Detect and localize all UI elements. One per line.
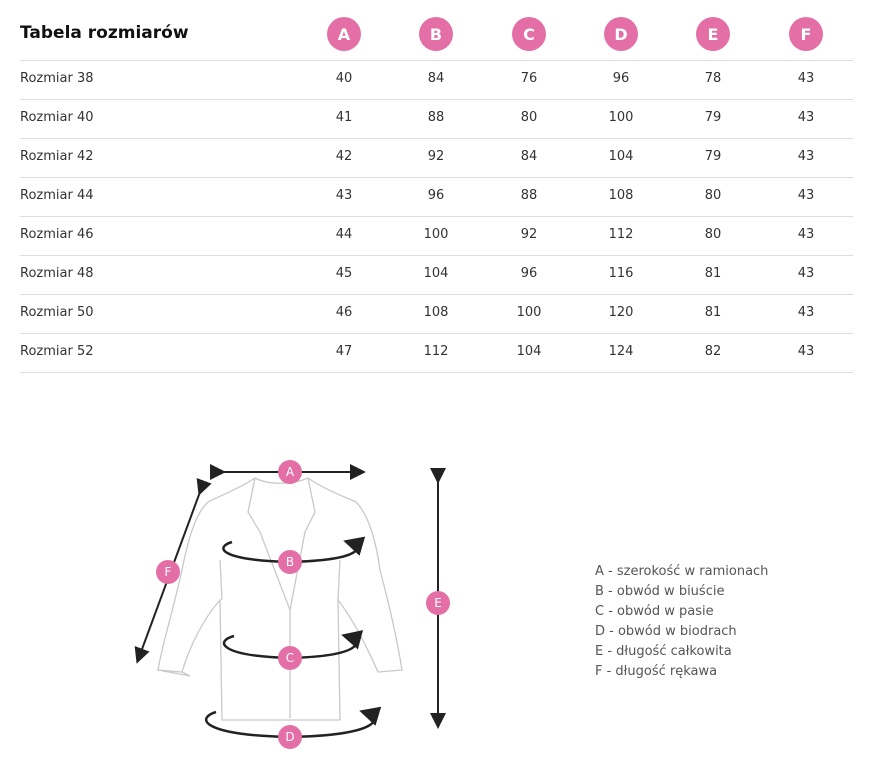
table-cell: 96	[612, 71, 630, 86]
table-cell: 112	[608, 227, 634, 242]
jacket-outline-icon	[157, 477, 403, 721]
table-cell: 40	[335, 71, 353, 86]
jacket-measurement-diagram: A B C D E F	[130, 450, 460, 755]
column-header-a: A	[327, 17, 361, 51]
table-cell: 80	[520, 110, 538, 125]
table-cell: 42	[335, 149, 353, 164]
table-cell: 43	[797, 188, 815, 203]
marker-f: F	[156, 560, 180, 584]
table-cell: 43	[797, 149, 815, 164]
column-header-f: F	[789, 17, 823, 51]
table-row: Rozmiar 40 41 88 80 100 79 43	[20, 100, 853, 139]
table-row: Rozmiar 52 47 112 104 124 82 43	[20, 334, 853, 373]
table-cell: 120	[608, 305, 634, 320]
table-cell: 92	[520, 227, 538, 242]
table-header: Tabela rozmiarów A B C D E F	[20, 12, 853, 61]
marker-b: B	[278, 550, 302, 574]
table-cell: 43	[797, 266, 815, 281]
table-cell: 84	[520, 149, 538, 164]
table-cell: 116	[608, 266, 634, 281]
measurement-legend: A - szerokość w ramionach B - obwód w bi…	[595, 562, 768, 682]
table-row: Rozmiar 48 45 104 96 116 81 43	[20, 256, 853, 295]
table-cell: 44	[335, 227, 353, 242]
table-cell: 81	[704, 266, 722, 281]
table-cell: 104	[516, 344, 542, 359]
table-cell: 76	[520, 71, 538, 86]
column-header-d: D	[604, 17, 638, 51]
table-cell: 100	[423, 227, 449, 242]
table-cell: 104	[423, 266, 449, 281]
column-header-c: C	[512, 17, 546, 51]
legend-item-a: A - szerokość w ramionach	[595, 564, 769, 579]
size-table: Tabela rozmiarów A B C D E F Rozmiar 38 4…	[20, 12, 853, 373]
legend-item-b: B - obwód w biuście	[595, 584, 725, 599]
marker-d: D	[278, 725, 302, 749]
legend-item-e: E - długość całkowita	[595, 644, 732, 659]
table-cell: 96	[520, 266, 538, 281]
table-cell: 82	[704, 344, 722, 359]
row-label: Rozmiar 40	[20, 110, 94, 125]
table-row: Rozmiar 46 44 100 92 112 80 43	[20, 217, 853, 256]
table-cell: 43	[335, 188, 353, 203]
table-cell: 79	[704, 149, 722, 164]
table-cell: 41	[335, 110, 353, 125]
row-label: Rozmiar 44	[20, 188, 94, 203]
table-cell: 46	[335, 305, 353, 320]
table-cell: 100	[608, 110, 634, 125]
marker-e: E	[426, 591, 450, 615]
table-cell: 80	[704, 188, 722, 203]
table-cell: 78	[704, 71, 722, 86]
column-header-b: B	[419, 17, 453, 51]
table-cell: 104	[608, 149, 634, 164]
table-cell: 81	[704, 305, 722, 320]
table-row: Rozmiar 50 46 108 100 120 81 43	[20, 295, 853, 334]
table-cell: 92	[427, 149, 445, 164]
jacket-illustration	[134, 464, 446, 739]
table-cell: 45	[335, 266, 353, 281]
table-cell: 47	[335, 344, 353, 359]
table-cell: 100	[516, 305, 542, 320]
legend-item-f: F - długość rękawa	[595, 664, 718, 679]
table-cell: 88	[520, 188, 538, 203]
legend-item-d: D - obwód w biodrach	[595, 624, 737, 639]
row-label: Rozmiar 48	[20, 266, 94, 281]
table-cell: 43	[797, 227, 815, 242]
table-cell: 124	[608, 344, 634, 359]
table-row: Rozmiar 42 42 92 84 104 79 43	[20, 139, 853, 178]
table-cell: 43	[797, 305, 815, 320]
row-label: Rozmiar 52	[20, 344, 94, 359]
table-cell: 79	[704, 110, 722, 125]
marker-a: A	[278, 460, 302, 484]
table-cell: 43	[797, 110, 815, 125]
row-label: Rozmiar 46	[20, 227, 94, 242]
table-cell: 80	[704, 227, 722, 242]
table-cell: 88	[427, 110, 445, 125]
table-cell: 96	[427, 188, 445, 203]
row-label: Rozmiar 38	[20, 71, 94, 86]
table-row: Rozmiar 44 43 96 88 108 80 43	[20, 178, 853, 217]
table-cell: 43	[797, 71, 815, 86]
table-cell: 108	[608, 188, 634, 203]
table-cell: 84	[427, 71, 445, 86]
marker-c: C	[278, 646, 302, 670]
table-cell: 43	[797, 344, 815, 359]
table-title: Tabela rozmiarów	[20, 23, 189, 43]
column-header-e: E	[696, 17, 730, 51]
row-label: Rozmiar 42	[20, 149, 94, 164]
row-label: Rozmiar 50	[20, 305, 94, 320]
table-cell: 112	[423, 344, 449, 359]
table-row: Rozmiar 38 40 84 76 96 78 43	[20, 61, 853, 100]
table-cell: 108	[423, 305, 449, 320]
legend-item-c: C - obwód w pasie	[595, 604, 714, 619]
